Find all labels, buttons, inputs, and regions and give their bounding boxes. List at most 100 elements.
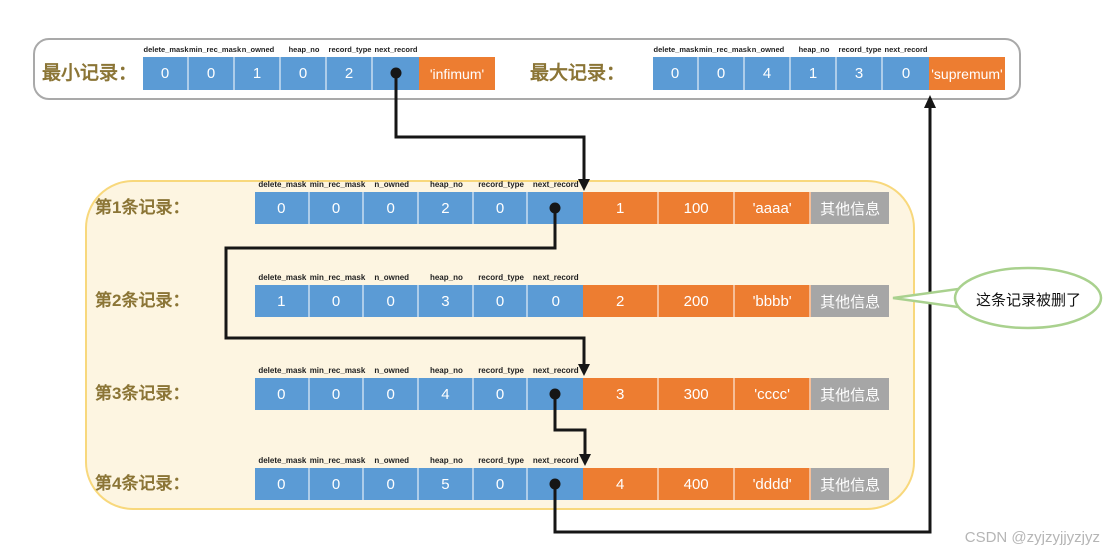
field-cell-heap_no: 0 [281, 57, 327, 90]
field-cell-heap_no: 2 [419, 192, 474, 224]
field-cell-record_type: 0 [473, 468, 529, 500]
field-header: record_type [838, 45, 882, 54]
field-cell-n_owned: 4 [745, 57, 791, 90]
field-cell-record_type: 3 [837, 57, 883, 90]
field-cell-record_type: 2 [327, 57, 373, 90]
field-cell-n_owned: 0 [364, 468, 420, 500]
record-name-cell: 'infimum' [419, 57, 495, 90]
field-cell-min_rec_mask: 0 [309, 192, 365, 224]
field-header: min_rec_mask [189, 45, 242, 54]
field-cell-next_record [373, 57, 419, 90]
data-cell: 'aaaa' [735, 192, 812, 224]
field-header: next_record [532, 180, 579, 189]
other-info-cell: 其他信息 [811, 285, 890, 317]
field-cell-n_owned: 0 [364, 192, 420, 224]
record-label: 第3条记录： [95, 384, 190, 403]
field-header: delete_mask [258, 273, 307, 282]
field-header: min_rec_mask [699, 45, 752, 54]
field-header: next_record [532, 273, 579, 282]
data-cell: 'dddd' [735, 468, 812, 500]
data-cell: 1 [583, 192, 660, 224]
record-name-cell: 'supremum' [929, 57, 1005, 90]
callout-text: 这条记录被删了 [975, 292, 1081, 309]
field-header: delete_mask [143, 45, 189, 54]
field-cell-delete_mask: 0 [255, 192, 310, 224]
field-cell-heap_no: 1 [791, 57, 837, 90]
field-header: record_type [478, 180, 524, 189]
watermark: CSDN @zyjzyjjyzjyz [964, 529, 1100, 546]
field-cell-next_record [528, 192, 584, 224]
field-cell-delete_mask: 0 [653, 57, 699, 90]
field-cell-delete_mask: 0 [255, 378, 310, 410]
field-header: next_record [884, 45, 928, 54]
field-cell-min_rec_mask: 0 [309, 468, 365, 500]
other-info-cell: 其他信息 [811, 378, 890, 410]
field-header: n_owned [374, 273, 410, 282]
other-info-cell: 其他信息 [811, 192, 890, 224]
field-cell-n_owned: 1 [235, 57, 281, 90]
data-cell: 'bbbb' [735, 285, 812, 317]
other-info-cell: 其他信息 [811, 468, 890, 500]
field-cell-delete_mask: 0 [255, 468, 310, 500]
field-header: delete_mask [258, 180, 307, 189]
field-header: record_type [478, 273, 524, 282]
field-cell-heap_no: 3 [419, 285, 474, 317]
field-header: n_owned [751, 45, 785, 54]
field-cell-heap_no: 5 [419, 468, 474, 500]
field-cell-delete_mask: 0 [143, 57, 189, 90]
field-header: min_rec_mask [309, 366, 366, 375]
field-header: heap_no [429, 180, 463, 189]
record-label: 最小记录： [42, 63, 138, 84]
record-label: 第1条记录： [95, 198, 190, 217]
field-cell-next_record: 0 [528, 285, 584, 317]
data-cell: 300 [659, 378, 736, 410]
record-label: 最大记录： [530, 63, 626, 84]
field-header: next_record [532, 366, 579, 375]
field-header: n_owned [374, 456, 410, 465]
field-cell-next_record [528, 468, 584, 500]
data-cell: 200 [659, 285, 736, 317]
field-header: record_type [328, 45, 372, 54]
field-header: record_type [478, 456, 524, 465]
field-header: heap_no [429, 456, 463, 465]
field-header: next_record [374, 45, 418, 54]
field-header: heap_no [429, 273, 463, 282]
data-cell: 4 [583, 468, 660, 500]
field-cell-min_rec_mask: 0 [309, 378, 365, 410]
field-cell-delete_mask: 1 [255, 285, 310, 317]
field-cell-next_record [528, 378, 584, 410]
field-cell-record_type: 0 [473, 285, 529, 317]
data-cell: 3 [583, 378, 660, 410]
field-cell-heap_no: 4 [419, 378, 474, 410]
record-label: 第4条记录： [95, 474, 190, 493]
field-header: delete_mask [258, 366, 307, 375]
field-header: n_owned [374, 180, 410, 189]
data-cell: 400 [659, 468, 736, 500]
field-header: next_record [532, 456, 579, 465]
data-cell: 2 [583, 285, 660, 317]
field-cell-record_type: 0 [473, 378, 529, 410]
field-header: heap_no [429, 366, 463, 375]
field-cell-record_type: 0 [473, 192, 529, 224]
field-cell-min_rec_mask: 0 [189, 57, 235, 90]
record-label: 第2条记录： [95, 291, 190, 310]
field-header: record_type [478, 366, 524, 375]
field-header: delete_mask [653, 45, 699, 54]
data-cell: 'cccc' [735, 378, 812, 410]
field-cell-n_owned: 0 [364, 285, 420, 317]
field-header: min_rec_mask [309, 273, 366, 282]
field-cell-next_record: 0 [883, 57, 929, 90]
field-header: heap_no [798, 45, 830, 54]
